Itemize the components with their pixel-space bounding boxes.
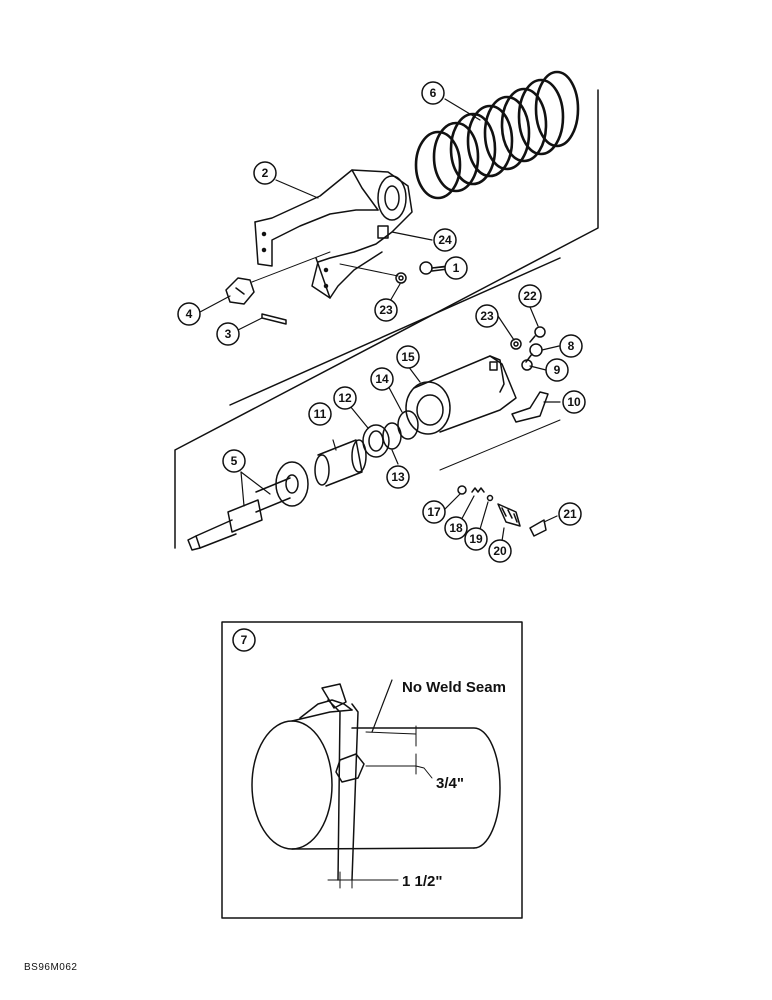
fitting-part-17 [457,485,467,495]
pin-part [261,313,287,325]
yoke-part [254,169,413,299]
inset-frame [221,621,523,919]
callout-12: 12 [338,391,352,405]
callout-8-circle [559,334,583,358]
ring-part-13 [382,422,402,450]
callout-19: 19 [469,532,483,546]
cap-part-21 [529,519,547,537]
callout-5-circle [222,449,246,473]
callout-11-circle [308,402,332,426]
nipple-part-20 [497,503,521,527]
dimension-one-and-half: 1 1/2" [402,873,442,890]
nut-part [225,251,331,305]
callout-4: 4 [186,307,193,321]
callout-7-circle [232,628,256,652]
callout-22: 22 [523,289,537,303]
housing-part [405,355,517,435]
callout-18: 18 [449,521,463,535]
callout-1-circle [444,256,468,280]
callout-24-circle [433,228,457,252]
callout-14-circle [370,367,394,391]
washer-part-23-upper [339,263,407,284]
callout-19-circle [464,527,488,551]
callout-9-circle [545,358,569,382]
callout-3-circle [216,322,240,346]
washer-part-9 [521,359,533,371]
bolt-part-8 [525,343,543,363]
bushing-part [314,439,367,487]
spring-part [414,70,580,200]
shaft-part [187,461,309,551]
callout-13-circle [386,465,410,489]
callout-7: 7 [241,633,248,647]
drawing-code: BS96M062 [24,962,78,973]
callout-21-circle [558,502,582,526]
callout-22-circle [518,284,542,308]
callout-8: 8 [568,339,575,353]
callout-17-circle [422,500,446,524]
callout-9: 9 [554,363,561,377]
callout-3: 3 [225,327,232,341]
callout-2: 2 [262,166,269,180]
callout-14: 14 [375,372,389,386]
callout-20: 20 [493,544,507,558]
callout-10: 10 [567,395,581,409]
callout-15-circle [396,345,420,369]
callout-6-circle [421,81,445,105]
callout-23a-circle [374,298,398,322]
callout-5: 5 [231,454,238,468]
fitting-guide-line [439,419,561,471]
bracket-part-10 [511,391,549,423]
callout-17: 17 [427,505,441,519]
callout-4-circle [177,302,201,326]
dimension-three-quarter: 3/4" [436,775,464,792]
inset-drawing [251,679,501,889]
oring-part-14 [397,410,419,440]
callout-23b-circle [475,304,499,328]
callout-20-circle [488,539,512,563]
callout-23b: 23 [480,309,494,323]
callout-6: 6 [430,86,437,100]
callout-18-circle [444,516,468,540]
washer-part-23-lower [510,338,522,350]
callout-15: 15 [401,350,415,364]
callout-1: 1 [453,261,460,275]
callout-24: 24 [438,233,452,247]
callout-10-circle [562,390,586,414]
callout-21: 21 [563,507,577,521]
callout-12-circle [333,386,357,410]
callout-11: 11 [314,407,327,421]
seal-part-12 [362,424,390,458]
bolt-part-22 [529,326,546,343]
no-weld-seam-label: No Weld Seam [402,679,506,696]
callout-13: 13 [391,470,405,484]
callout-2-circle [253,161,277,185]
callout-23a: 23 [379,303,393,317]
assembly-divider [229,257,561,406]
spring-part-18 [471,487,485,493]
ball-part-19 [486,494,494,502]
assembly-frame [174,89,599,549]
